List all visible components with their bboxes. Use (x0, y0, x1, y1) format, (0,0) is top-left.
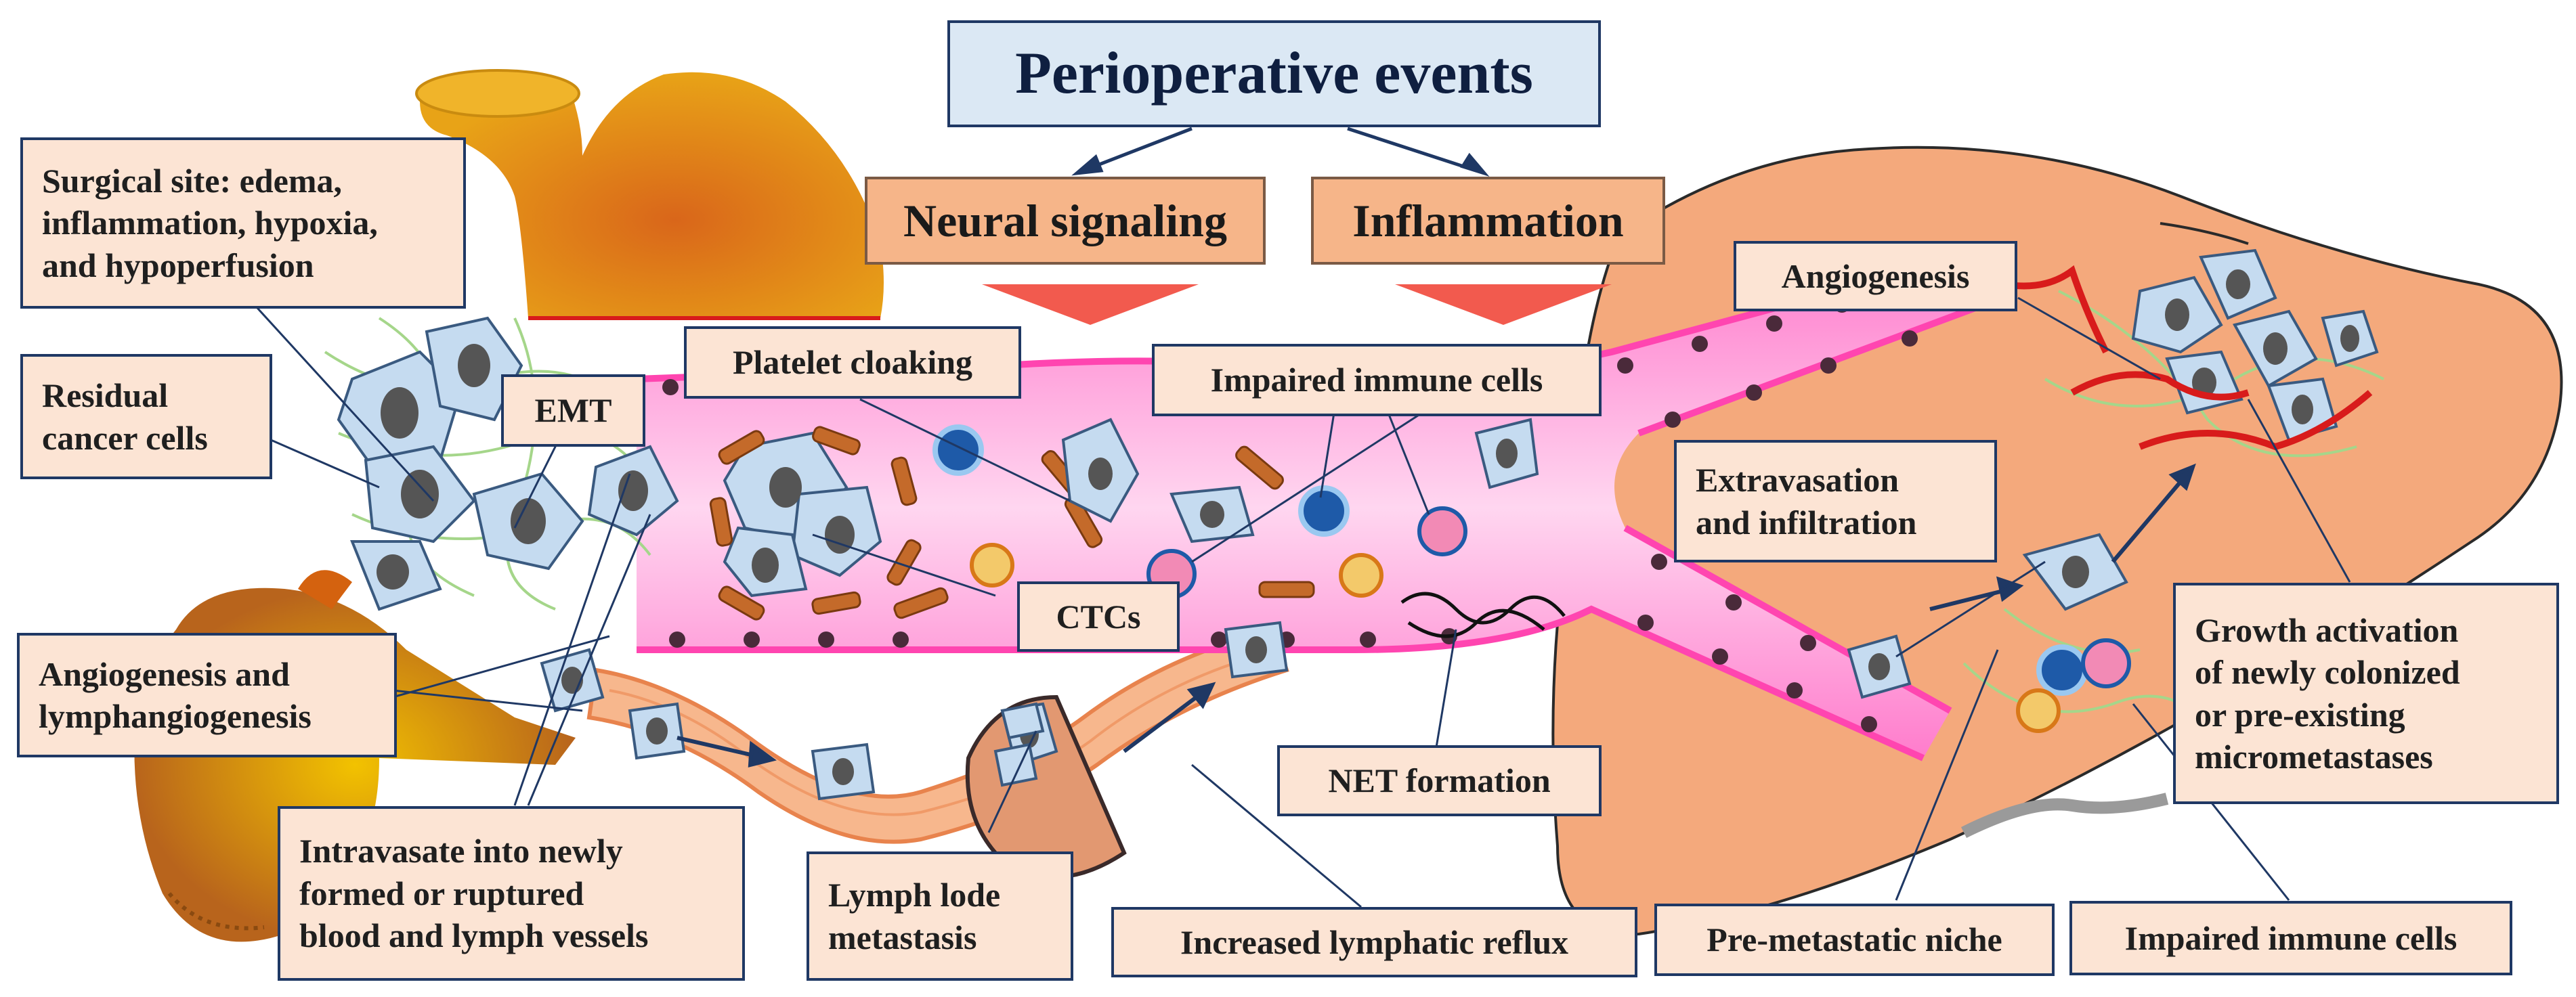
platelet-cloaking-label: Platelet cloaking (684, 326, 1021, 399)
red-down-arrows (982, 284, 1612, 325)
page-title: Perioperative events (947, 20, 1601, 127)
residual-cancer-cells-label: Residual cancer cells (20, 354, 272, 479)
pre-metastatic-niche-label: Pre-metastatic niche (1654, 904, 2055, 976)
primary-tumor-cells (337, 316, 679, 611)
emt-label: EMT (501, 374, 645, 447)
lymphatic-reflux-label: Increased lymphatic reflux (1111, 907, 1637, 977)
stomach-organ (415, 69, 884, 320)
net-formation-label: NET formation (1277, 745, 1602, 816)
intravasate-label: Intravasate into newly formed or rupture… (278, 806, 745, 981)
surgical-site-label: Surgical site: edema, inflammation, hypo… (20, 137, 466, 309)
extravasation-label: Extravasation and infiltration (1674, 440, 1997, 562)
lymph-node-metastasis-label: Lymph lode metastasis (807, 851, 1073, 981)
impaired-immune-cells-bottom-label: Impaired immune cells (2069, 901, 2512, 975)
neural-signaling-label: Neural signaling (865, 177, 1266, 265)
angiogenesis-lymphangiogenesis-label: Angiogenesis and lymphangiogenesis (17, 633, 397, 757)
growth-activation-label: Growth activation of newly colonized or … (2173, 583, 2559, 804)
ctcs-label: CTCs (1017, 581, 1180, 652)
platelet-cluster (709, 426, 1315, 621)
inflammation-label: Inflammation (1311, 177, 1665, 265)
primary-tumor-nuclei (377, 344, 648, 590)
impaired-immune-cells-top-label: Impaired immune cells (1152, 344, 1602, 416)
angiogenesis-liver-label: Angiogenesis (1734, 241, 2017, 311)
circulating-cells (540, 418, 2131, 801)
title-arrows (1071, 127, 1490, 177)
